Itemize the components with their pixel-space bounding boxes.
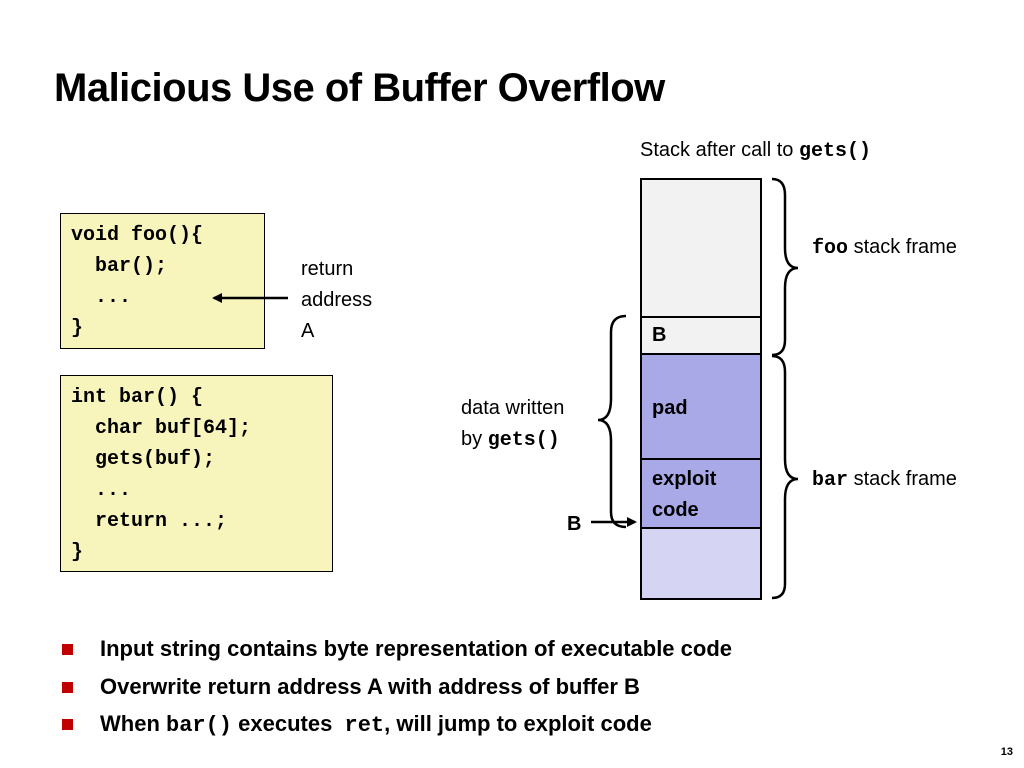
foo-frame-cell [640, 178, 762, 318]
bullet-marker-icon [62, 719, 73, 730]
return-address-cell: B [640, 316, 762, 355]
stack-caption-func: gets() [798, 140, 871, 163]
foo-frame-label: foo stack frame [812, 232, 957, 264]
bar-frame-brace [771, 354, 799, 600]
data-written-label: data written by gets() [461, 393, 564, 456]
exploit-code-cell: exploit code [640, 458, 762, 529]
foo-frame-func: foo [812, 237, 849, 260]
pad-cell-label: pad [652, 397, 688, 419]
bullet-item: Overwrite return address A with address … [62, 668, 732, 706]
bullet-item: Input string contains byte representatio… [62, 630, 732, 668]
bullet-text: Overwrite return address A with address … [100, 673, 640, 699]
buffer-pointer-label: B [567, 513, 582, 535]
bullet-marker-icon [62, 681, 73, 693]
foo-frame-brace [771, 177, 799, 357]
return-address-cell-label: B [652, 324, 667, 346]
exploit-code-cell-label: exploit code [652, 468, 717, 521]
bullet-text: When [100, 711, 166, 736]
data-written-text: data written by [461, 397, 565, 450]
data-written-func: gets() [487, 429, 560, 452]
bullet-text: , will jump to exploit code [384, 711, 652, 736]
stack-caption: Stack after call to gets() [640, 135, 871, 167]
bar-frame-func: bar [812, 469, 849, 492]
bullet-list: Input string contains byte representatio… [62, 630, 732, 745]
page-number: 13 [1000, 746, 1013, 758]
stack-caption-text: Stack after call to [640, 139, 799, 161]
bullet-text: Input string contains byte representatio… [100, 636, 733, 661]
bar-frame-label: bar stack frame [812, 464, 957, 496]
bullet-item: When bar() executes ret, will jump to ex… [62, 705, 732, 745]
foo-frame-suffix: stack frame [848, 236, 957, 258]
bullet-marker-icon [62, 644, 73, 655]
bar-code-box: int bar() { char buf[64]; gets(buf); ...… [60, 375, 333, 572]
bullet-code: ret [344, 713, 385, 738]
foo-code-box: void foo(){ bar(); ... } [60, 213, 265, 349]
pad-cell: pad [640, 353, 762, 460]
return-address-label: return address A [301, 258, 373, 342]
bar-frame-suffix: stack frame [848, 468, 957, 490]
buffer-remainder-cell [640, 527, 762, 600]
bullet-text: executes [232, 711, 345, 736]
bullet-code: bar() [166, 713, 233, 738]
data-written-brace [597, 314, 627, 529]
slide-title: Malicious Use of Buffer Overflow [54, 66, 665, 110]
